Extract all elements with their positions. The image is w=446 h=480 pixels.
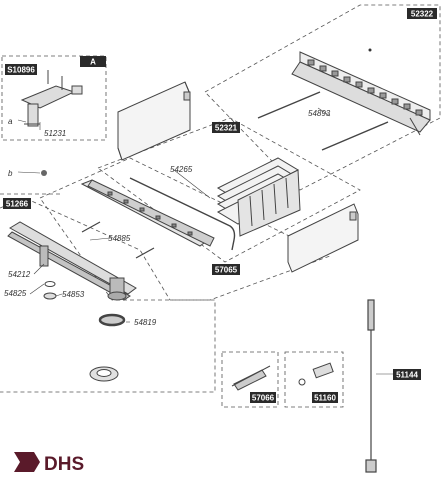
tag-51144: 51144 <box>396 371 418 380</box>
tag-boxes: 52322 52321 51266 57065 57066 51160 5114… <box>3 8 437 403</box>
tag-51266: 51266 <box>6 200 29 209</box>
side-panel-left <box>117 81 191 161</box>
group-outlines <box>0 4 441 408</box>
part-51160 <box>298 362 334 386</box>
leader-lines <box>17 107 393 375</box>
label-54825: 54825 <box>4 289 27 298</box>
outline-52321 <box>97 117 361 263</box>
label-54893: 54893 <box>308 109 331 118</box>
tag-box-51144 <box>393 369 421 380</box>
outline-51266 <box>0 197 216 393</box>
label-51231: 51231 <box>44 129 66 138</box>
tag-S10896: S10896 <box>7 66 35 75</box>
side-panel-right <box>287 203 359 273</box>
washers <box>43 281 126 382</box>
label-54853: 54853 <box>62 290 85 299</box>
logo-text: DHS <box>44 454 84 475</box>
tag-52321: 52321 <box>215 124 238 133</box>
part-57066 <box>231 365 271 391</box>
rod-54265 <box>129 177 236 251</box>
tag-A: A <box>90 58 96 67</box>
outline-51160 <box>284 351 344 408</box>
label-54885: 54885 <box>108 234 131 243</box>
tag-52322: 52322 <box>411 10 434 19</box>
tag-57066: 57066 <box>252 394 275 403</box>
tag-57065: 57065 <box>215 266 238 275</box>
label-a: a <box>8 117 13 126</box>
screws-54885 <box>81 221 155 259</box>
gas-manifold-51266 <box>7 221 137 301</box>
washer-54825 <box>44 281 56 287</box>
burner-rail-52322 <box>291 51 431 136</box>
tag-box-S10896 <box>5 64 37 75</box>
outline-57066 <box>221 351 279 408</box>
probe-51144 <box>365 299 377 473</box>
burner-plate-57065 <box>80 179 215 247</box>
inset-A-parts <box>20 70 83 127</box>
tag-box-57065 <box>212 264 240 275</box>
label-54819: 54819 <box>134 318 157 327</box>
label-b: b <box>8 169 13 178</box>
tag-box-51160 <box>312 392 338 403</box>
logo-arrow-icon <box>14 452 40 472</box>
part-b <box>41 170 47 176</box>
label-54212: 54212 <box>8 270 31 279</box>
tag-box-52322 <box>407 8 437 19</box>
tag-box-52321 <box>212 122 240 133</box>
heat-exchanger-52321 <box>216 157 301 237</box>
callout-labels: 51231 a b 54893 54265 54885 54212 54825 … <box>4 109 331 327</box>
label-54265: 54265 <box>170 165 193 174</box>
outline-A <box>1 55 107 141</box>
washer-54853 <box>43 292 57 300</box>
rods-54893 <box>257 91 389 151</box>
oring-54819 <box>98 313 126 327</box>
dhs-logo: DHS <box>14 452 84 475</box>
tag-box-51266 <box>3 198 31 209</box>
tag-box-A <box>80 56 106 67</box>
outline-52322 <box>204 4 441 191</box>
tag-51160: 51160 <box>314 394 336 403</box>
tag-box-57066 <box>250 392 276 403</box>
screw-dot <box>368 48 372 52</box>
